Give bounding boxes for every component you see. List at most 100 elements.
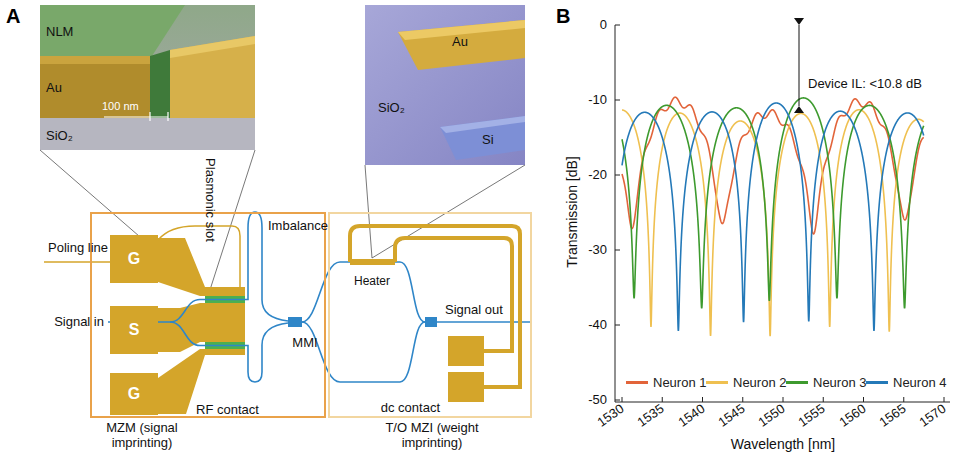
legend-label: Neuron 4	[893, 375, 946, 390]
leader-line	[40, 150, 525, 296]
axis-tick	[615, 25, 944, 402]
slot-inset	[40, 118, 255, 150]
part-label: Heater	[354, 275, 390, 289]
part-label: Imbalance	[268, 219, 328, 234]
legend-item: Neuron 3	[786, 375, 866, 390]
tick-label: 1555	[796, 402, 828, 431]
waveguide	[245, 323, 288, 382]
rf-contact-pad: G	[110, 373, 158, 415]
tick-label: 1550	[756, 402, 788, 431]
heater-inset	[365, 5, 525, 165]
poling-line	[158, 226, 240, 287]
annotation: Device IL: <10.8 dB	[806, 77, 924, 92]
waveguide	[302, 322, 425, 382]
heater-inset	[398, 20, 525, 70]
legend-swatch	[706, 381, 728, 384]
dimension-label: 100 nm	[102, 100, 139, 113]
waveguide	[108, 212, 532, 382]
axis	[615, 25, 950, 402]
mmi	[288, 317, 437, 327]
region-heading: T/O MZI (weight imprinting)	[367, 421, 497, 451]
material-label: SiO₂	[46, 129, 73, 144]
slot-inset	[170, 36, 255, 118]
pad-label: S	[129, 321, 140, 339]
axis-tick	[742, 397, 743, 402]
axis-tick	[823, 397, 824, 402]
signal-label: Signal out	[445, 303, 503, 318]
heater-wire	[395, 238, 512, 351]
legend-label: Neuron 3	[813, 375, 866, 390]
heater-inset	[440, 116, 525, 160]
tick-label: 1540	[675, 402, 707, 431]
heater-inset	[365, 5, 525, 165]
heater-wire	[350, 259, 395, 265]
axis-tick	[863, 397, 864, 402]
part-label: dc contact	[381, 401, 440, 416]
waveguide	[437, 321, 532, 323]
legend-swatch	[786, 381, 808, 384]
axis-tick	[615, 175, 620, 176]
legend-item: Neuron 1	[626, 375, 706, 390]
waveguide	[170, 322, 245, 346]
legend-swatch	[626, 381, 648, 384]
material-label: SiO₂	[378, 101, 405, 116]
slot-inset	[149, 112, 150, 121]
legend-item: Neuron 2	[706, 375, 786, 390]
dc-contact-pad	[448, 336, 484, 366]
tick-label: 1570	[917, 402, 949, 431]
axis-title: Transmission [dB]	[564, 156, 580, 268]
rf-contact-pad: G	[110, 235, 158, 283]
mmi	[425, 317, 437, 327]
slot-inset	[104, 116, 168, 117]
insertion-loss-arrow	[794, 18, 804, 25]
tick-label: 1545	[716, 402, 748, 431]
heater-wire	[350, 226, 520, 387]
slot-inset	[40, 5, 255, 150]
axis-title: Wavelength [nm]	[731, 436, 836, 452]
tick-label: -40	[588, 318, 607, 333]
dc-contact-pad	[448, 336, 484, 402]
insertion-loss-arrow	[794, 18, 804, 113]
slot-inset	[167, 112, 168, 121]
insertion-loss-arrow	[794, 106, 804, 113]
plasmonic-slot	[205, 296, 245, 349]
region-heading: MZM (signal imprinting)	[82, 421, 202, 451]
material-label: NLM	[46, 25, 73, 40]
slot-inset	[40, 56, 150, 118]
tick-label: -50	[588, 393, 607, 408]
legend-label: Neuron 1	[653, 375, 706, 390]
mmi	[288, 317, 302, 327]
tick-label: -30	[588, 243, 607, 258]
axis-tick	[622, 397, 623, 402]
waveguide	[302, 262, 425, 322]
material-label: Au	[46, 81, 62, 96]
part-label: RF contact	[196, 403, 259, 418]
part-label: Poling line	[48, 241, 108, 256]
slot-inset	[150, 50, 170, 118]
axis-tick	[662, 397, 663, 402]
insertion-loss-arrow	[799, 25, 800, 106]
region-box: MZM (signal imprinting)GSG	[90, 212, 326, 418]
pad-label: G	[128, 250, 140, 268]
rf-electrode	[158, 238, 245, 296]
part-label: MMI	[292, 336, 317, 351]
pad-label: G	[128, 385, 140, 403]
heater-wire	[350, 226, 520, 387]
slot-inset	[40, 5, 255, 150]
axis-tick	[615, 400, 620, 401]
heater-inset	[440, 116, 525, 133]
rf-contact-pad: S	[110, 306, 158, 354]
tick-label: 1565	[877, 402, 909, 431]
material-label: Si	[482, 133, 494, 148]
transmission-curve	[622, 98, 924, 308]
part-label: Plasmonic slot	[203, 158, 218, 242]
rf-electrode	[158, 303, 245, 352]
axis	[615, 25, 950, 402]
slot-inset	[40, 5, 185, 56]
panel-letter: A	[6, 5, 20, 28]
tick-label: 1535	[635, 402, 667, 431]
legend-swatch	[866, 381, 888, 384]
axis-tick	[615, 250, 620, 251]
legend-label: Neuron 2	[733, 375, 786, 390]
panel-letter: B	[556, 5, 570, 28]
